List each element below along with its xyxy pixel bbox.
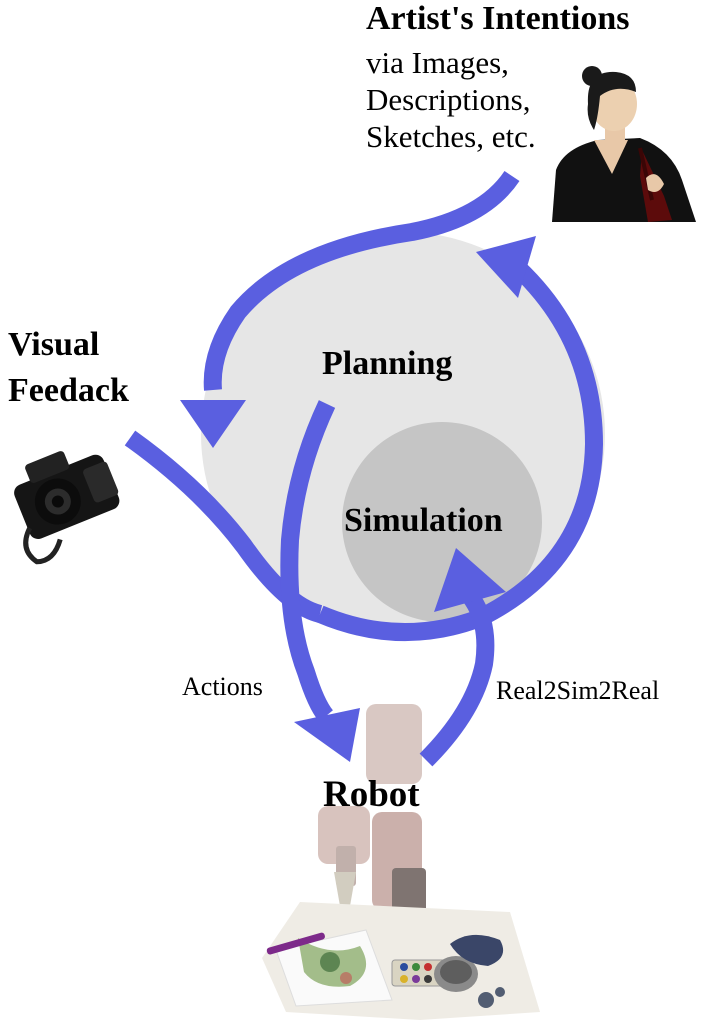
robot-label: Robot (323, 774, 420, 815)
arrows (124, 170, 604, 767)
visual-feedback-label: Visual Feedack (8, 322, 129, 414)
camera (14, 451, 120, 565)
actions-arrow (280, 400, 336, 722)
loop-arrowhead (476, 236, 536, 298)
intentions-line: Descriptions, (366, 82, 531, 117)
intentions-line: via Images, (366, 45, 509, 80)
real2sim2real-label: Real2Sim2Real (496, 676, 660, 705)
real2sim-arrow (419, 590, 495, 767)
actions-arrowhead (294, 708, 360, 762)
intentions-title: Artist's Intentions (366, 0, 630, 37)
intentions-line: Sketches, etc. (366, 119, 536, 154)
visual-feedback-line: Feedack (8, 372, 129, 409)
intention-arrow (203, 170, 520, 391)
painting-table (262, 902, 540, 1020)
loop-arrow (316, 261, 604, 642)
simulation-circle (342, 422, 542, 622)
robot-arm (318, 704, 426, 941)
simulation-label: Simulation (344, 502, 503, 539)
artist-figure (552, 66, 696, 222)
intentions-subtitle: via Images, Descriptions, Sketches, etc. (366, 44, 536, 155)
visual-feedback-line: Visual (8, 326, 100, 363)
intention-arrowhead (180, 400, 246, 448)
simulation-arrowhead (434, 548, 506, 612)
planning-label: Planning (322, 345, 453, 382)
actions-label: Actions (182, 672, 263, 701)
